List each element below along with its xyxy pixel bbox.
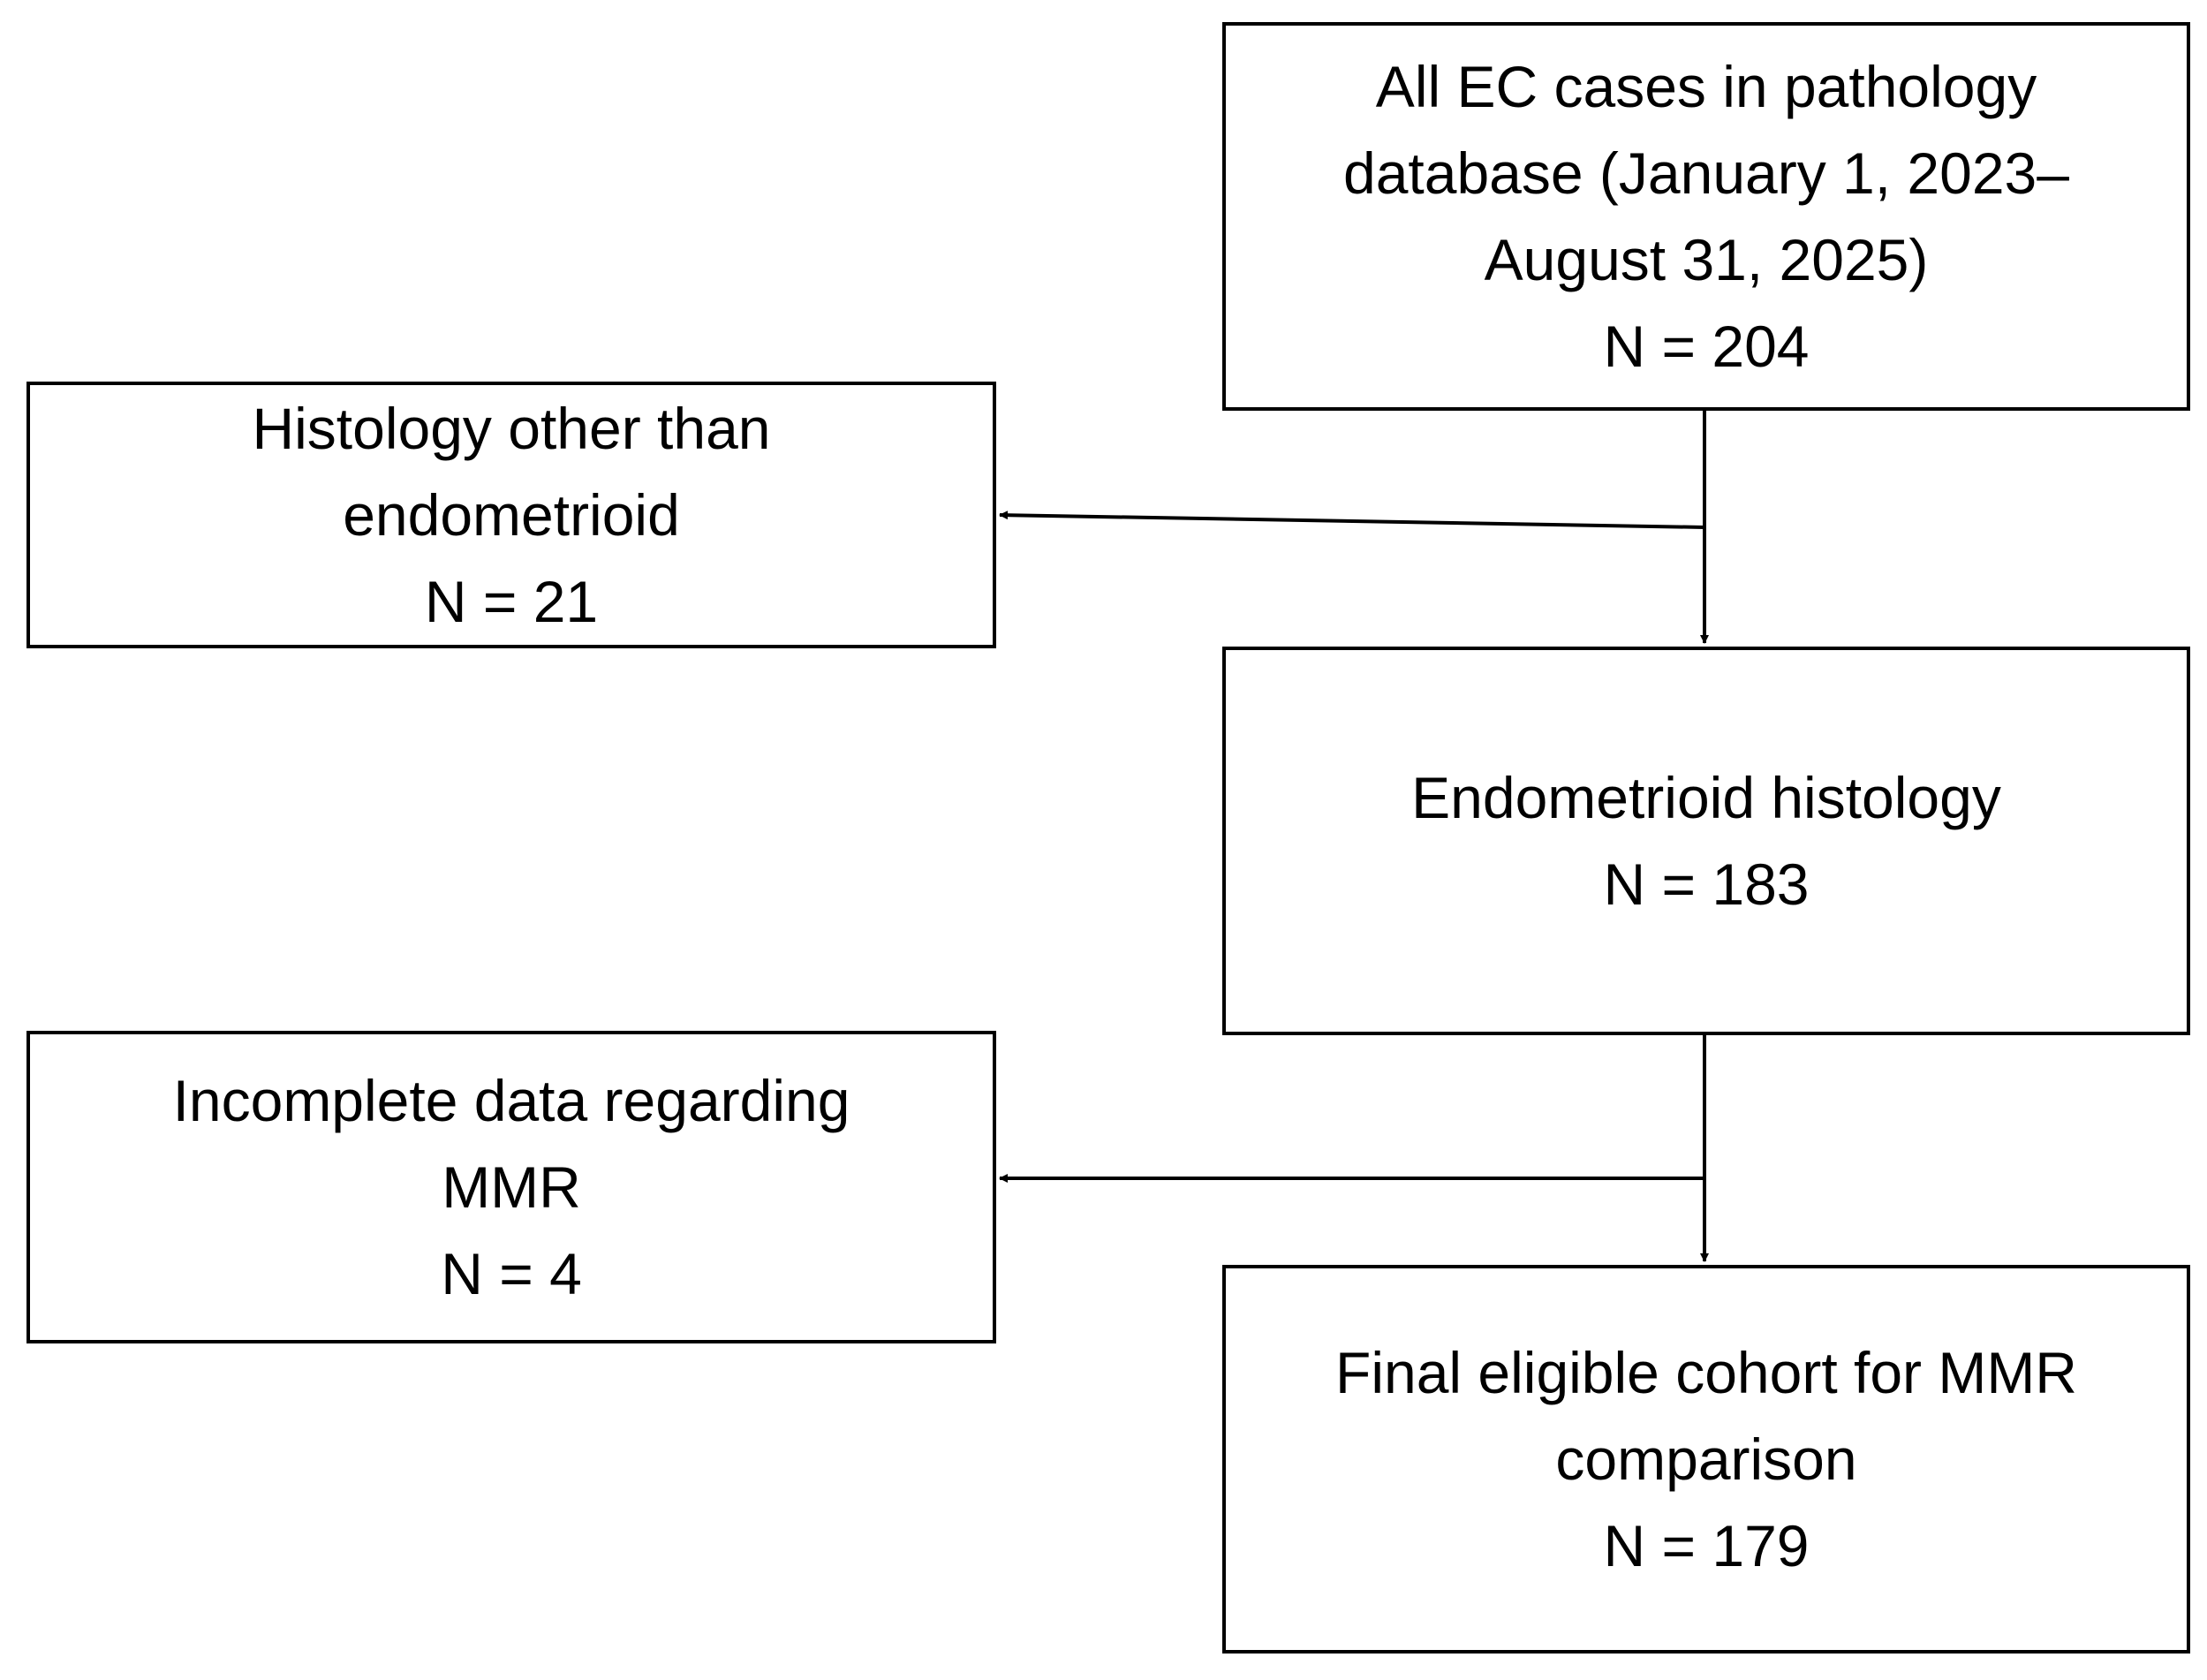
box-excluded-histology-line-1: Histology other than <box>252 396 771 461</box>
box-final-cohort-line-2: comparison <box>1555 1426 1857 1492</box>
box-excluded-histology-count: N = 21 <box>424 569 599 634</box>
box-final-cohort: Final eligible cohort for MMR comparison… <box>1222 1265 2190 1654</box>
box-final-cohort-line-1: Final eligible cohort for MMR <box>1335 1340 2077 1405</box>
box-all-ec-cases-line-1: All EC cases in pathology <box>1375 54 2037 119</box>
box-all-ec-cases-line-2: database (January 1, 2023– <box>1343 140 2069 206</box>
box-excluded-mmr-count: N = 4 <box>441 1241 582 1306</box>
box-endometrioid-histology-count: N = 183 <box>1603 851 1810 917</box>
box-excluded-histology: Histology other than endometrioid N = 21 <box>26 382 996 648</box>
box-final-cohort-count: N = 179 <box>1603 1513 1810 1578</box>
box-all-ec-cases: All EC cases in pathology database (Janu… <box>1222 22 2190 411</box>
box-endometrioid-histology: Endometrioid histology N = 183 <box>1222 647 2190 1035</box>
box-all-ec-cases-count: N = 204 <box>1603 314 1810 379</box>
box-excluded-mmr-line-1: Incomplete data regarding <box>172 1068 850 1133</box>
box-excluded-mmr: Incomplete data regarding MMR N = 4 <box>26 1031 996 1343</box>
connector-exclude-histology <box>999 511 1705 529</box>
box-all-ec-cases-line-3: August 31, 2025) <box>1484 227 1929 292</box>
box-excluded-histology-line-2: endometrioid <box>343 482 680 548</box>
box-excluded-mmr-line-2: MMR <box>442 1154 581 1220</box>
box-endometrioid-histology-line-1: Endometrioid histology <box>1411 765 2001 830</box>
